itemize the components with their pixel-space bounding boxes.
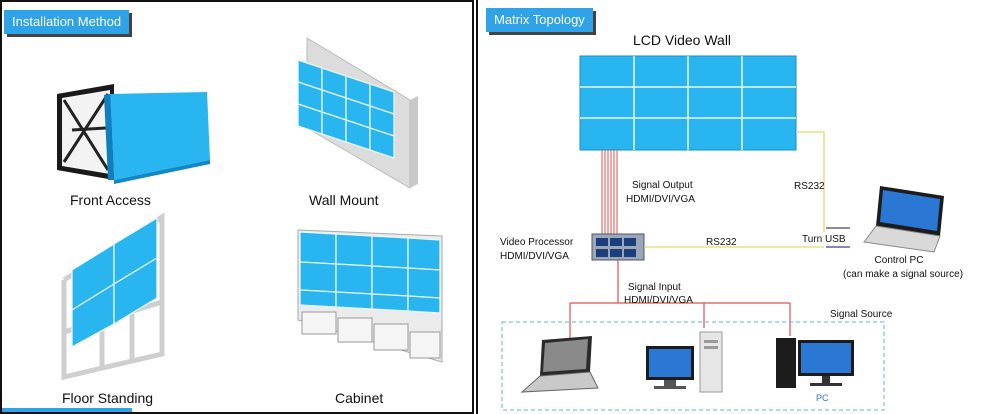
control-pc-note: (can make a signal source) (842, 269, 964, 280)
front-access-label: Front Access (70, 192, 151, 208)
signal-source-box (501, 321, 885, 411)
rs232-mid-label: RS232 (706, 237, 737, 248)
cabinet-label: Cabinet (335, 390, 384, 406)
source-laptop (520, 336, 599, 393)
signal-input-cables (569, 260, 791, 338)
installation-method-panel: Installation Method (0, 0, 474, 414)
signal-output-formats: HDMI/DVI/VGA (626, 194, 695, 205)
wall-mount-label: Wall Mount (309, 192, 379, 208)
wall-mount-illustration (297, 37, 418, 189)
lcd-video-wall (579, 55, 797, 151)
control-pc-label: Control PC (874, 255, 924, 266)
topology-diagram (501, 55, 944, 411)
video-processor-formats: HDMI/DVI/VGA (500, 251, 569, 262)
signal-source-label: Signal Source (830, 309, 893, 320)
rs232-top-label: RS232 (794, 181, 825, 192)
front-access-illustration (57, 84, 210, 184)
source-pc (776, 338, 854, 388)
signal-output-label: Signal Output (632, 180, 693, 191)
signal-output-cables (601, 150, 618, 236)
rs232-cables (644, 131, 825, 248)
signal-input-label: Signal Input (628, 282, 681, 293)
turn-usb-connector (826, 227, 850, 248)
pc-label: PC (816, 393, 829, 403)
installation-method-tag: Installation Method (4, 10, 130, 34)
signal-input-formats: HDMI/DVI/VGA (624, 295, 693, 306)
floor-standing-illustration (61, 212, 165, 381)
turn-usb-label: Turn USB (802, 234, 846, 245)
control-pc-laptop (863, 186, 944, 253)
matrix-topology-tag: Matrix Topology (486, 8, 593, 32)
video-processor-label: Video Processor (500, 237, 574, 248)
source-desktop (646, 331, 723, 393)
accent-strip (2, 408, 132, 412)
cabinet-illustration (297, 229, 443, 363)
matrix-topology-panel: Matrix Topology (476, 0, 984, 414)
installation-illustrations (57, 37, 443, 381)
floor-standing-label: Floor Standing (62, 390, 154, 406)
lcd-video-wall-title: LCD Video Wall (633, 32, 732, 48)
video-processor-device (591, 233, 645, 261)
